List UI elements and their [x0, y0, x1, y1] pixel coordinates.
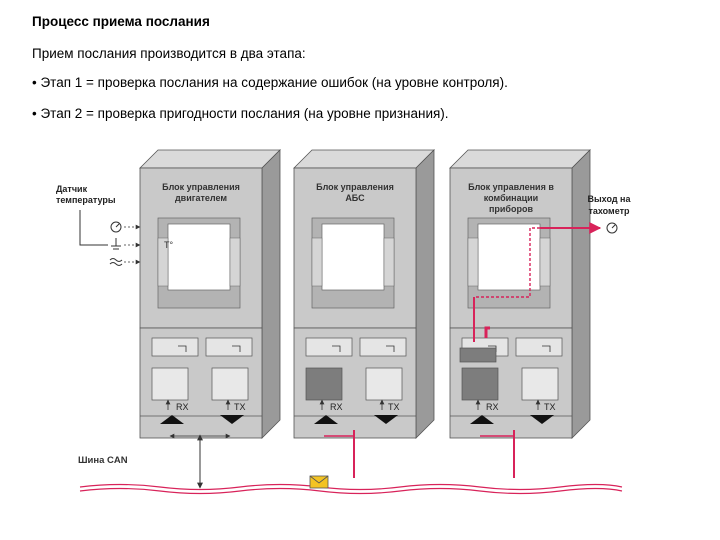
- transmit-buffer: [521, 367, 559, 401]
- bus-label: Шина CAN: [78, 455, 128, 466]
- rx-label: RX: [330, 402, 343, 412]
- tx-label: TX: [234, 402, 246, 412]
- temperature-sensor: Датчик температуры T°: [56, 184, 173, 266]
- tx-label: TX: [388, 402, 400, 412]
- rx-label: RX: [176, 402, 189, 412]
- ground-symbol-icon: [111, 238, 121, 250]
- output-label-line-1: Выход на: [587, 194, 631, 204]
- receiver-triangle-icon: [160, 415, 184, 424]
- transmit-buffer: [211, 367, 249, 401]
- bullet-stage-2: • Этап 2 = проверка пригодности послания…: [32, 106, 449, 121]
- receiver-triangle-icon: [314, 415, 338, 424]
- tachometer-icon: [606, 222, 618, 234]
- unit-name-line: двигателем: [175, 193, 227, 203]
- receive-buffer: [461, 367, 499, 401]
- unit-name-line: Блок управления: [162, 182, 240, 192]
- receive-buffer: [305, 367, 343, 401]
- gauge-symbol-icon: [110, 221, 122, 233]
- rx-label: RX: [486, 402, 499, 412]
- sensor-label-line-1: Датчик: [56, 184, 88, 194]
- unit-name-line: Блок управления в: [468, 182, 554, 192]
- tx-label: TX: [544, 402, 556, 412]
- unit-name-line: приборов: [489, 204, 534, 214]
- output-label-line-2: тахометр: [588, 206, 630, 216]
- envelope-icon: [309, 475, 329, 489]
- unit-name-line: комбинации: [484, 193, 538, 203]
- coolant-symbol-icon: [109, 258, 123, 266]
- receive-buffer: [151, 367, 189, 401]
- transmitter-triangle-icon: [374, 415, 398, 424]
- unit-name-line: АБС: [345, 193, 365, 203]
- transmit-buffer: [365, 367, 403, 401]
- intro-text: Прием послания производится в два этапа:: [32, 46, 306, 61]
- receiver-triangle-icon: [470, 415, 494, 424]
- temp-symbol: T°: [164, 240, 173, 250]
- can-bus: Шина CAN: [78, 430, 623, 495]
- bullet-stage-1: • Этап 1 = проверка послания на содержан…: [32, 75, 508, 90]
- page-title: Процесс приема послания: [32, 14, 210, 29]
- signal-path: [473, 222, 602, 342]
- unit-name-line: Блок управления: [316, 182, 394, 192]
- tachometer-output: Выход на тахометр: [587, 194, 631, 234]
- transmitter-triangle-icon: [530, 415, 554, 424]
- transmitter-triangle-icon: [220, 415, 244, 424]
- sensor-label-line-2: температуры: [56, 195, 116, 205]
